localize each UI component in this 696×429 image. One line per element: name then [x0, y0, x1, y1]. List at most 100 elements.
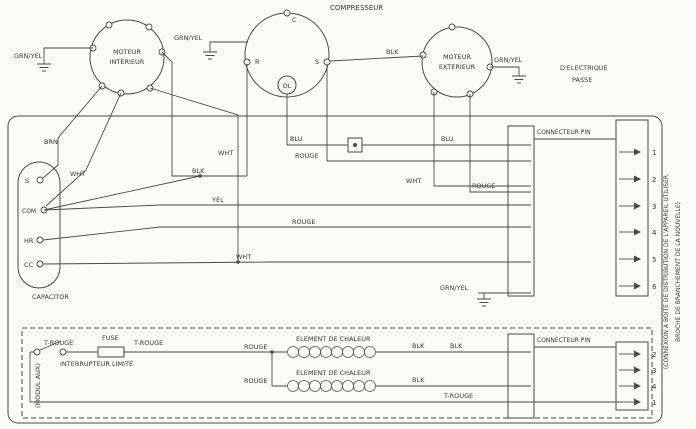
wire-label-wht-vertical: WHT	[218, 149, 233, 157]
junction-box-dot	[353, 143, 357, 147]
compressor-terminal-c: C	[292, 16, 297, 24]
connector-bottom-plug	[615, 341, 649, 411]
wire-label-blk-top-2: BLK	[450, 342, 463, 350]
motor-exterior-label-1: MOTEUR	[443, 53, 472, 61]
side-note-line-2: BROCHE DE BRANCHEMENT DE LA NOUVELLE)	[675, 202, 682, 342]
wire-label-rouge-exterior: ROUGE	[472, 182, 496, 190]
pin-number: 2	[652, 176, 656, 184]
limit-switch-label: INTERRUPTEUR LIMITÉ	[60, 359, 133, 368]
wire-label-grnyel-exterior: GRN/YEL	[494, 56, 523, 64]
connector-top-label: CONNECTEUR PIN	[537, 129, 591, 136]
module-left-wire	[29, 351, 34, 402]
capacitor-title: CAPACITOR	[32, 293, 69, 301]
heater-bottom-label: ELEMENT DE CHALEUR	[296, 369, 371, 377]
capacitor: S COM HR CC	[17, 161, 61, 289]
wire-wht-lower	[42, 261, 531, 265]
wire-yel	[43, 204, 531, 211]
compressor-terminal-r: R	[255, 58, 260, 66]
aux-heater-module: T-ROUGE INTERRUPTEUR LIMITÉ FUSE T-ROUGE…	[29, 334, 619, 408]
compressor-terminal-s: S	[315, 58, 319, 66]
connector-top-pins	[619, 148, 641, 290]
connector-bottom-label: CONNECTEUR PIN	[537, 337, 591, 344]
ground-icon	[511, 75, 527, 84]
motor-interior-label-1: MOTEUR	[113, 48, 142, 56]
pin-number: 4	[652, 229, 657, 237]
main-unit-box	[7, 115, 663, 424]
pin-number: 3	[652, 367, 656, 375]
junction-dot	[270, 350, 274, 354]
pin-number: 2	[652, 351, 656, 359]
compressor-overload-label: OL	[283, 82, 292, 90]
motor-interior: MOTEUR INTERIEUR	[89, 19, 166, 97]
capacitor-terminal-hr: HR	[24, 237, 34, 245]
ground-wire-exterior	[490, 66, 520, 76]
aux-module-label: (MODUL AUX)	[34, 363, 42, 408]
wire-label-grnyel-compressor: GRN/YEL	[174, 34, 203, 42]
fuse-body	[97, 346, 125, 358]
wire-label-blk-interior: BLK	[192, 167, 205, 175]
wire-label-brn: BRN	[44, 138, 58, 146]
pin-number: 1	[652, 149, 656, 157]
motor-exterior: MOTEUR EXTERIEUR	[419, 23, 494, 98]
wire-wht-exterior	[433, 92, 531, 187]
aux-module-box	[21, 327, 653, 419]
wire-blk-interior	[161, 51, 248, 177]
wire-label-grnyel-mid: GRN/YEL	[440, 284, 469, 292]
compressor-title: COMPRESSEUR	[330, 4, 383, 12]
wire-label-rouge-heater-bottom: ROUGE	[244, 377, 268, 385]
capacitor-terminal-cc: CC	[24, 261, 34, 269]
compressor: OL R S C	[243, 9, 331, 98]
pin-number: 5	[652, 256, 656, 264]
pin-number: 4	[652, 383, 657, 391]
pin-number: 3	[652, 203, 656, 211]
wire-label-trouge-1: T-ROUGE	[43, 339, 73, 347]
wire-brn	[42, 85, 103, 179]
electrical-box-label-2: PASSE	[572, 76, 592, 84]
wire-label-rouge-capacitor: ROUGE	[292, 218, 316, 226]
wire-com-branch	[43, 175, 201, 211]
wire-rouge-capacitor	[42, 226, 531, 241]
wire-label-trouge-3: T-ROUGE	[443, 392, 473, 400]
wire-label-rouge-compressor: ROUGE	[295, 152, 319, 160]
ground-icon	[36, 63, 52, 72]
wire-label-trouge-2: T-ROUGE	[133, 339, 163, 347]
limit-switch	[33, 340, 67, 356]
wire-label-blk-compressor: BLK	[386, 48, 399, 56]
wire-label-wht-exterior: WHT	[406, 177, 421, 185]
pin-number: 1	[652, 399, 656, 407]
fuse-label: FUSE	[102, 334, 119, 342]
connector-top-plug	[615, 119, 649, 297]
connector-bottom-rail	[507, 333, 535, 419]
ground-icon	[476, 298, 492, 307]
ground-icon	[202, 51, 218, 60]
capacitor-terminal-s: S	[25, 177, 29, 185]
electrical-box-label-1: D'ELECTRIQUE	[560, 64, 608, 72]
heater-top-label: ELEMENT DE CHALEUR	[296, 335, 371, 343]
ground-wire-mid	[478, 292, 531, 299]
wire-rouge-compressor	[326, 65, 531, 162]
connector-bottom: CONNECTEUR PIN 2 3 4 1	[507, 333, 657, 419]
wire-wht-vertical	[149, 87, 239, 262]
wire-label-grnyel-interior: GRN/YEL	[14, 52, 43, 60]
wire-label-blu-compressor: BLU	[290, 135, 303, 143]
wire-label-yel: YEL	[211, 196, 224, 204]
junction-dot	[236, 260, 240, 264]
wire-wht-capacitor	[45, 92, 122, 207]
pin-number: 6	[652, 283, 657, 291]
ground-wire-interior	[43, 47, 93, 64]
ground-wire-compressor	[209, 41, 248, 52]
wire-label-rouge-heater-top: ROUGE	[244, 343, 268, 351]
heater-coil-top	[287, 346, 376, 358]
wire-heater-branch	[271, 352, 287, 387]
connector-bottom-pins	[619, 350, 641, 406]
motor-interior-label-2: INTERIEUR	[110, 58, 145, 66]
wire-label-blk-top-1: BLK	[412, 342, 425, 350]
motor-exterior-label-2: EXTERIEUR	[439, 63, 476, 71]
wire-label-blk-bottom: BLK	[412, 376, 425, 384]
junction-dot	[198, 174, 202, 178]
side-note-line-1: (CONNEXION A BOITE DE DISTRIBUTION DE L'…	[663, 175, 670, 369]
capacitor-terminal-com: COM	[22, 208, 36, 215]
wire-label-wht-lower: WHT	[236, 253, 251, 261]
